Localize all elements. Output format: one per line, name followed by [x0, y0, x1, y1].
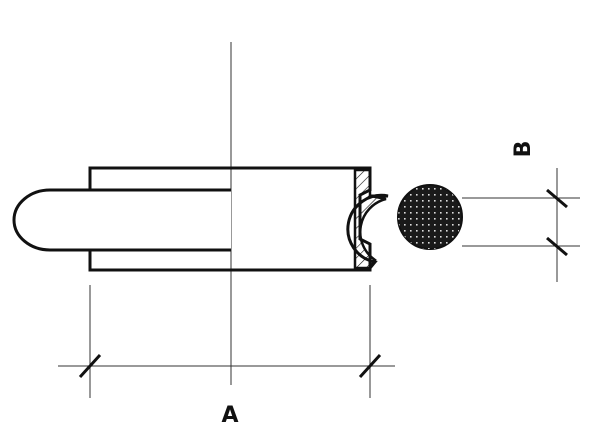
hatched-cutting-profile [353, 168, 387, 270]
workpiece-ball [397, 184, 463, 250]
concave-groove [346, 193, 389, 269]
shaft-with-rounded-tip [12, 188, 231, 252]
tick-b-bottom [546, 236, 568, 257]
dimension-b: B [462, 141, 580, 282]
tick-a-left [78, 353, 102, 379]
tick-b-top [546, 188, 568, 209]
dimension-label-a: A [221, 403, 238, 428]
dimension-label-b: B [511, 141, 536, 158]
dimension-a: A [58, 285, 395, 428]
tick-a-right [358, 353, 382, 379]
